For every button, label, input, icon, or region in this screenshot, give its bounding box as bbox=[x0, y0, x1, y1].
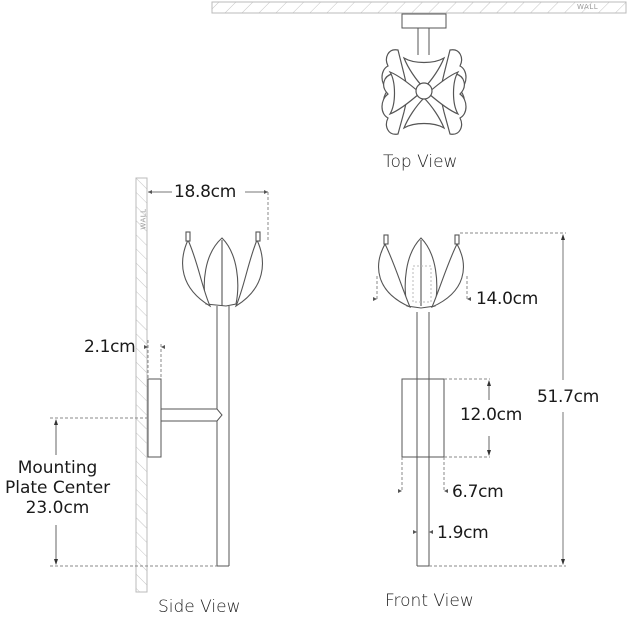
top-view-label: Top View bbox=[383, 152, 458, 172]
mounting-value: 23.0cm bbox=[25, 498, 90, 518]
front-view-drawing bbox=[373, 232, 566, 567]
plate-depth-dimension: 2.1cm bbox=[84, 337, 136, 357]
extension-dimension: 18.8cm bbox=[174, 182, 236, 202]
top-flower bbox=[381, 49, 467, 135]
mounting-label-line1: Mounting bbox=[17, 458, 98, 478]
mounting-plate-center-label: Mounting Plate Center 23.0cm bbox=[5, 458, 110, 518]
stem-width-dimension: 1.9cm bbox=[437, 523, 489, 543]
top-wall-tag: WALL bbox=[577, 3, 599, 11]
side-mount-plate bbox=[147, 378, 162, 458]
shade-width-dimension: 14.0cm bbox=[476, 289, 538, 309]
side-wall bbox=[135, 177, 148, 593]
front-mount-plate bbox=[401, 378, 445, 458]
side-wall-tag: WALL bbox=[139, 208, 148, 230]
plate-height-dimension: 12.0cm bbox=[460, 405, 522, 425]
top-view-drawing bbox=[211, 1, 627, 135]
side-view-drawing bbox=[50, 177, 269, 593]
side-view-label: Side View bbox=[158, 597, 241, 617]
ceiling-wall bbox=[211, 1, 627, 14]
top-mount-plate bbox=[401, 13, 447, 29]
overall-height-dimension: 51.7cm bbox=[537, 387, 599, 407]
front-view-label: Front View bbox=[385, 591, 474, 611]
mounting-label-line2: Plate Center bbox=[5, 478, 111, 498]
plate-width-dimension: 6.7cm bbox=[452, 482, 504, 502]
